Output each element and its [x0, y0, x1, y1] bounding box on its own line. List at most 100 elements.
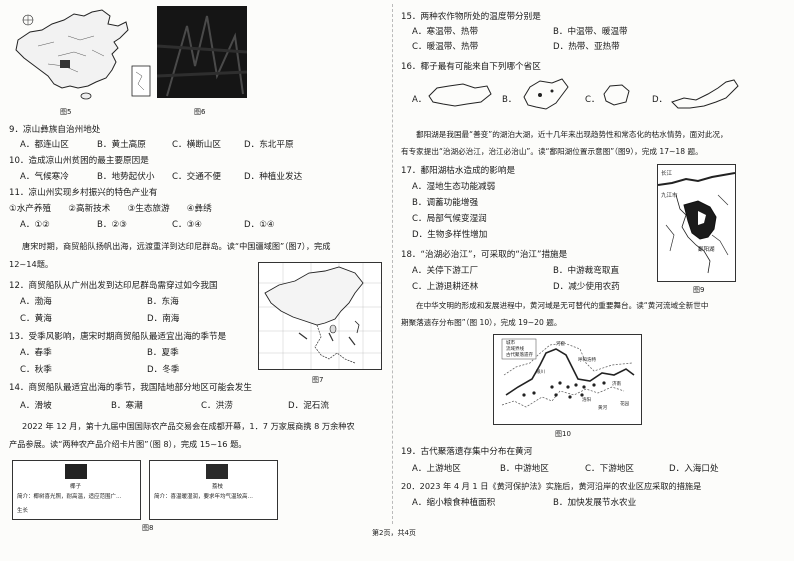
figure-8-caption: 图8 [142, 524, 154, 532]
fig10-place-yellow-river: 黄河 [598, 406, 607, 411]
q16-option-d[interactable]: D． [652, 95, 668, 105]
figure-7-china-territory-map [258, 262, 382, 370]
question-15-stem: 15．两种农作物所处的温度带分别是 [401, 12, 541, 22]
figure-10-caption: 图10 [555, 430, 571, 438]
q18-option-b[interactable]: B．中游裁弯取直 [553, 266, 620, 276]
q16-province-shape-d [668, 76, 744, 112]
q20-option-a[interactable]: A．缩小粮食种植面积 [412, 498, 496, 508]
fig10-place-luoyang: 洛阳 [582, 398, 591, 403]
fig9-lake-label: 鄱阳湖 [698, 247, 715, 253]
q16-province-shape-a [425, 80, 495, 110]
column-divider [392, 4, 393, 524]
question-11-stem: 11．凉山州实现乡村振兴的特色产业有 [9, 188, 158, 198]
q14-option-d[interactable]: D．泥石流 [288, 401, 329, 411]
q10-option-b[interactable]: B．地势起伏小 [97, 172, 155, 182]
q11-option-a[interactable]: A．①② [20, 220, 50, 230]
figure-6-photo [156, 6, 248, 98]
lychee-photo [206, 464, 228, 479]
passage-tang-line1: 唐宋时期，商贸船队扬帆出海，远渡重洋到达印尼群岛。读“中国疆域图”（图7），完成 [22, 241, 331, 251]
q9-option-c[interactable]: C．横断山区 [172, 140, 221, 150]
question-9-stem: 9．凉山彝族自治州地处 [9, 125, 101, 135]
q14-option-a[interactable]: A．滑坡 [20, 401, 52, 411]
passage-2022-line2: 产品参展。读“两种农产品介绍卡片图”（图 8），完成 15~16 题。 [9, 439, 247, 449]
card-lychee-text: 简介：喜温暖湿润，要求年均气温较高… [154, 494, 254, 500]
fig10-legend-city: 城市 [506, 341, 515, 346]
coconut-photo [65, 464, 87, 479]
q10-option-d[interactable]: D．种植业发达 [244, 172, 303, 182]
passage-poyang-line2: 有专家提出“治湖必治江，治江必治山”。读“鄱阳湖位置示意图”（图9），完成 17… [401, 147, 703, 156]
q14-option-c[interactable]: C．洪涝 [201, 401, 233, 411]
q20-option-b[interactable]: B．加快发展节水农业 [553, 498, 637, 508]
q10-option-a[interactable]: A．气候寒冷 [20, 172, 69, 182]
figure-9-caption: 图9 [693, 286, 705, 294]
q14-option-b[interactable]: B．寒潮 [111, 401, 143, 411]
q17-option-d[interactable]: D．生物多样性增加 [412, 230, 488, 240]
question-18-stem: 18．“治湖必治江”，可采取的“治江”措施是 [401, 250, 568, 260]
figure-9-poyang-map: 长江 九江市 鄱阳湖 [657, 164, 736, 282]
fig10-place-huayuan: 花园 [620, 402, 629, 407]
question-20-stem: 20．2023 年 4 月 1 日《黄河保护法》实施后，黄河沿岸的农业区应采取的… [401, 481, 702, 491]
fig10-place-yinchuan: 银川 [536, 370, 545, 375]
fig9-river-label: 长江 [661, 171, 673, 177]
card-coconut-title: 椰子 [70, 484, 82, 490]
page-number-footer: 第2页，共4页 [372, 529, 416, 537]
fig10-place-hohhot: 呼和浩特 [578, 358, 596, 363]
q17-option-a[interactable]: A．湿地生态功能减弱 [412, 182, 496, 192]
q9-option-b[interactable]: B．黄土高原 [97, 140, 146, 150]
q17-option-b[interactable]: B．调蓄功能增强 [412, 198, 479, 208]
q13-option-a[interactable]: A．春季 [20, 348, 52, 358]
q12-option-d[interactable]: D．南海 [147, 314, 180, 324]
figure-8-card-coconut: 椰子 简介：椰树喜光照，耐高温，适应范围广… 生长 [12, 460, 141, 520]
question-17-stem: 17．鄱阳湖枯水造成的影响是 [401, 166, 516, 176]
figure-10-yellow-river-map: 城市 流域界线 古代聚落遗存 银川 呼和浩特 河套 洛阳 济南 黄河 花园 [493, 334, 642, 425]
card-coconut-text: 简介：椰树喜光照，耐高温，适应范围广… [17, 494, 122, 500]
q9-option-d[interactable]: D．东北平原 [244, 140, 294, 150]
q12-option-c[interactable]: C．黄海 [20, 314, 52, 324]
figure-5-caption: 图5 [60, 108, 72, 116]
q12-option-a[interactable]: A．渤海 [20, 297, 52, 307]
fig9-region-label: 九江市 [661, 193, 678, 199]
q16-option-a[interactable]: A． [412, 95, 427, 105]
q10-option-c[interactable]: C．交通不便 [172, 172, 221, 182]
question-10-stem: 10．造成凉山州贫困的最主要原因是 [9, 156, 149, 166]
q19-option-d[interactable]: D．入海口处 [669, 464, 719, 474]
q15-option-d[interactable]: D．热带、亚热带 [553, 42, 620, 52]
question-14-stem: 14．商贸船队最适宜出海的季节，我国陆地部分地区可能会发生 [9, 383, 252, 393]
q18-option-a[interactable]: A．关停下游工厂 [412, 266, 479, 276]
fig10-place-jinan: 济南 [612, 382, 621, 387]
q19-option-b[interactable]: B．中游地区 [500, 464, 549, 474]
q11-option-c[interactable]: C．③④ [172, 220, 203, 230]
passage-2022-line1: 2022 年 12 月，第十九届中国国际农产品交易会在成都开幕，1．7 万家展商… [22, 421, 355, 431]
q11-option-b[interactable]: B．②③ [97, 220, 127, 230]
passage-tang-line2: 12~14题。 [9, 259, 54, 269]
q18-option-c[interactable]: C．上游退耕还林 [412, 282, 479, 292]
q13-option-d[interactable]: D．冬季 [147, 365, 180, 375]
q17-option-c[interactable]: C．局部气候变湿润 [412, 214, 487, 224]
card-lychee-title: 荔枝 [212, 484, 224, 490]
fig10-legend-settlement: 古代聚落遗存 [506, 353, 533, 358]
q16-option-b[interactable]: B． [502, 95, 517, 105]
passage-poyang-line1: 鄱阳湖是我国最“善变”的湖泊大湖，近十几年来出现趋势性和常态化的枯水情势，面对此… [416, 130, 728, 139]
q11-items: ①水产养殖 ②高新技术 ③生态旅游 ④彝绣 [9, 204, 212, 214]
q15-option-c[interactable]: C．暖温带、热带 [412, 42, 479, 52]
q16-province-shape-c [600, 82, 632, 108]
q9-option-a[interactable]: A．都连山区 [20, 140, 69, 150]
q11-option-d[interactable]: D．①④ [244, 220, 275, 230]
q15-option-a[interactable]: A．寒温带、热带 [412, 27, 479, 37]
figure-6-caption: 图6 [194, 108, 206, 116]
q19-option-c[interactable]: C．下游地区 [585, 464, 634, 474]
q16-option-c[interactable]: C． [585, 95, 600, 105]
fig10-place-hetao: 河套 [556, 342, 565, 347]
q18-option-d[interactable]: D．减少使用农药 [553, 282, 620, 292]
figure-8-card-lychee: 荔枝 简介：喜温暖湿润，要求年均气温较高… [149, 460, 278, 520]
fig10-legend-boundary: 流域界线 [506, 347, 524, 352]
q12-option-b[interactable]: B．东海 [147, 297, 179, 307]
passage-yellow-line2: 期聚落遗存分布图”（图 10），完成 19~20 题。 [401, 318, 562, 327]
question-19-stem: 19．古代聚落遗存集中分布在黄河 [401, 447, 533, 457]
q15-option-b[interactable]: B．中温带、暖温带 [553, 27, 628, 37]
question-16-stem: 16．椰子最有可能来自下列哪个省区 [401, 62, 541, 72]
q13-option-c[interactable]: C．秋季 [20, 365, 52, 375]
q19-option-a[interactable]: A．上游地区 [412, 464, 461, 474]
q13-option-b[interactable]: B．夏季 [147, 348, 179, 358]
q16-province-shape-b [518, 77, 573, 113]
